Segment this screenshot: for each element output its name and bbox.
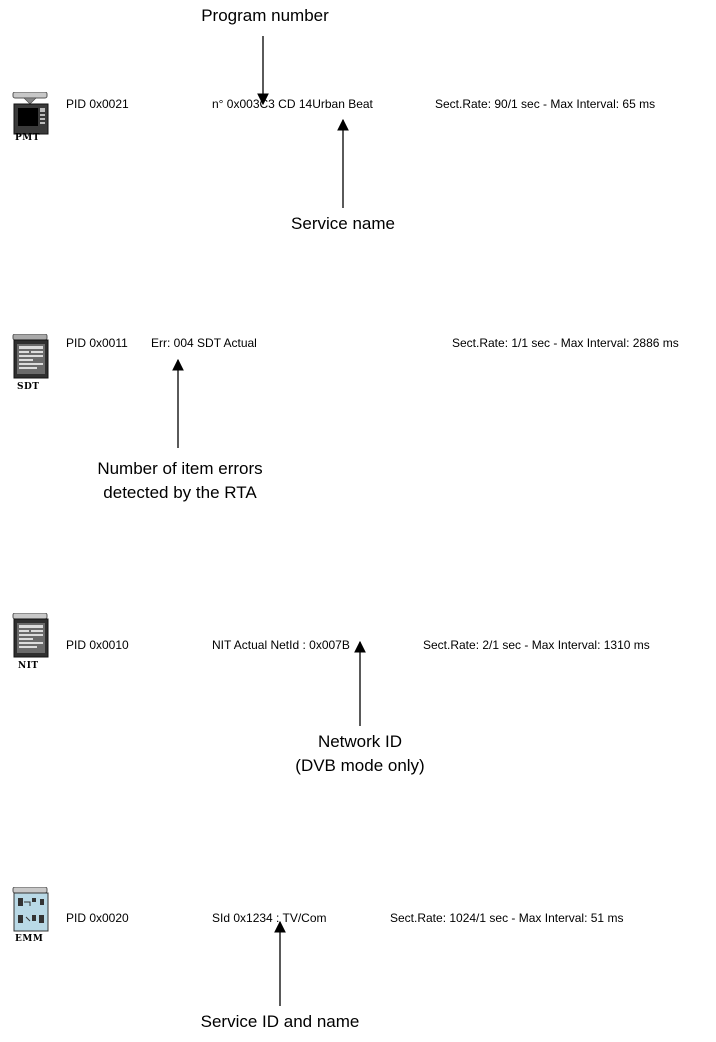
- sdt-section-stats: Sect.Rate: 1/1 sec - Max Interval: 2886 …: [452, 336, 679, 350]
- nit-network-info: NIT Actual NetId : 0x007B: [212, 638, 350, 652]
- sdt-error-info: Err: 004 SDT Actual: [151, 336, 257, 350]
- nit-table-icon[interactable]: [10, 612, 58, 673]
- callout-service-name: Service name: [291, 214, 395, 233]
- nit-pid: PID 0x0010: [66, 638, 129, 652]
- sdt-table-icon[interactable]: [10, 333, 58, 394]
- nit-section-stats: Sect.Rate: 2/1 sec - Max Interval: 1310 …: [423, 638, 650, 652]
- emm-pid: PID 0x0020: [66, 911, 129, 925]
- callout-program-number: Program number: [201, 6, 329, 25]
- emm-service-info: SId 0x1234 : TV/Com: [212, 911, 327, 925]
- callout-network-id-line1: Network ID: [317, 732, 403, 751]
- emm-section-stats: Sect.Rate: 1024/1 sec - Max Interval: 51…: [390, 911, 624, 925]
- callout-service-id: Service ID and name: [200, 1012, 360, 1031]
- callout-item-errors: Number of item errors detected by the RT…: [80, 459, 280, 503]
- pmt-table-icon[interactable]: [10, 91, 58, 152]
- pmt-pid: PID 0x0021: [66, 97, 129, 111]
- pmt-program-info: n° 0x003C3 CD 14Urban Beat: [212, 97, 373, 111]
- callout-network-id-line2: (DVB mode only): [295, 756, 425, 775]
- emm-table-icon[interactable]: [10, 886, 58, 947]
- nit-icon-label: NIT: [18, 661, 39, 671]
- callout-item-errors-line2: detected by the RTA: [103, 483, 257, 502]
- emm-icon-label: EMM: [15, 934, 44, 944]
- pmt-section-stats: Sect.Rate: 90/1 sec - Max Interval: 65 m…: [435, 97, 656, 111]
- callout-network-id: Network ID (DVB mode only): [275, 732, 445, 776]
- sdt-pid: PID 0x0011: [66, 336, 128, 350]
- sdt-icon-label: SDT: [17, 382, 40, 392]
- pmt-icon-label: PMT: [15, 133, 40, 143]
- callout-item-errors-line1: Number of item errors: [97, 459, 263, 478]
